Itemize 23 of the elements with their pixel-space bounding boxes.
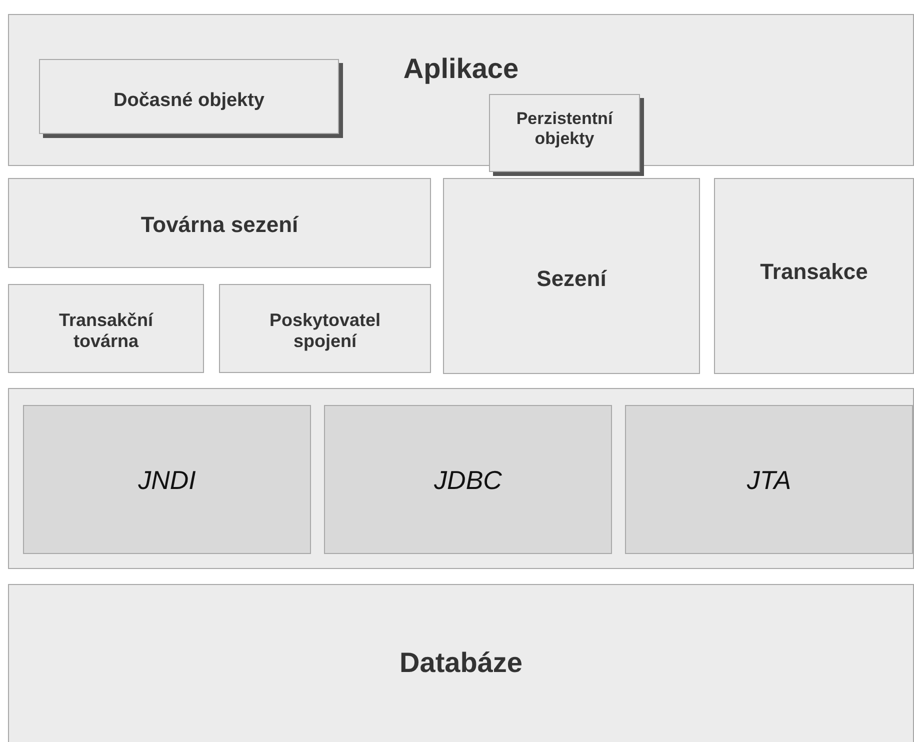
box-label: Aplikace <box>402 53 520 86</box>
component-box <box>714 178 914 374</box>
layer-band <box>8 584 914 742</box>
api-box <box>23 405 311 554</box>
box-label: Databáze <box>398 647 524 680</box>
box-label: Továrna sezení <box>140 212 300 238</box>
box-label: Dočasné objekty <box>112 90 266 112</box>
box-label: JNDI <box>137 466 197 496</box>
api-box <box>625 405 913 554</box>
layer-band <box>8 388 914 569</box>
box-label: Transakce <box>759 259 869 284</box>
component-box <box>443 178 700 374</box>
box-label: Transakční továrna <box>58 310 154 352</box>
box-label: Perzistentní objekty <box>515 109 614 148</box>
api-box <box>324 405 612 554</box>
component-box <box>8 178 431 268</box>
box-label: JDBC <box>433 466 503 496</box>
box-label: Sezení <box>536 266 608 292</box>
layer-band <box>8 14 914 166</box>
box-label: JTA <box>746 466 792 496</box>
component-box <box>219 284 431 373</box>
box-label: Poskytovatel spojení <box>268 310 382 352</box>
component-box <box>8 284 204 373</box>
